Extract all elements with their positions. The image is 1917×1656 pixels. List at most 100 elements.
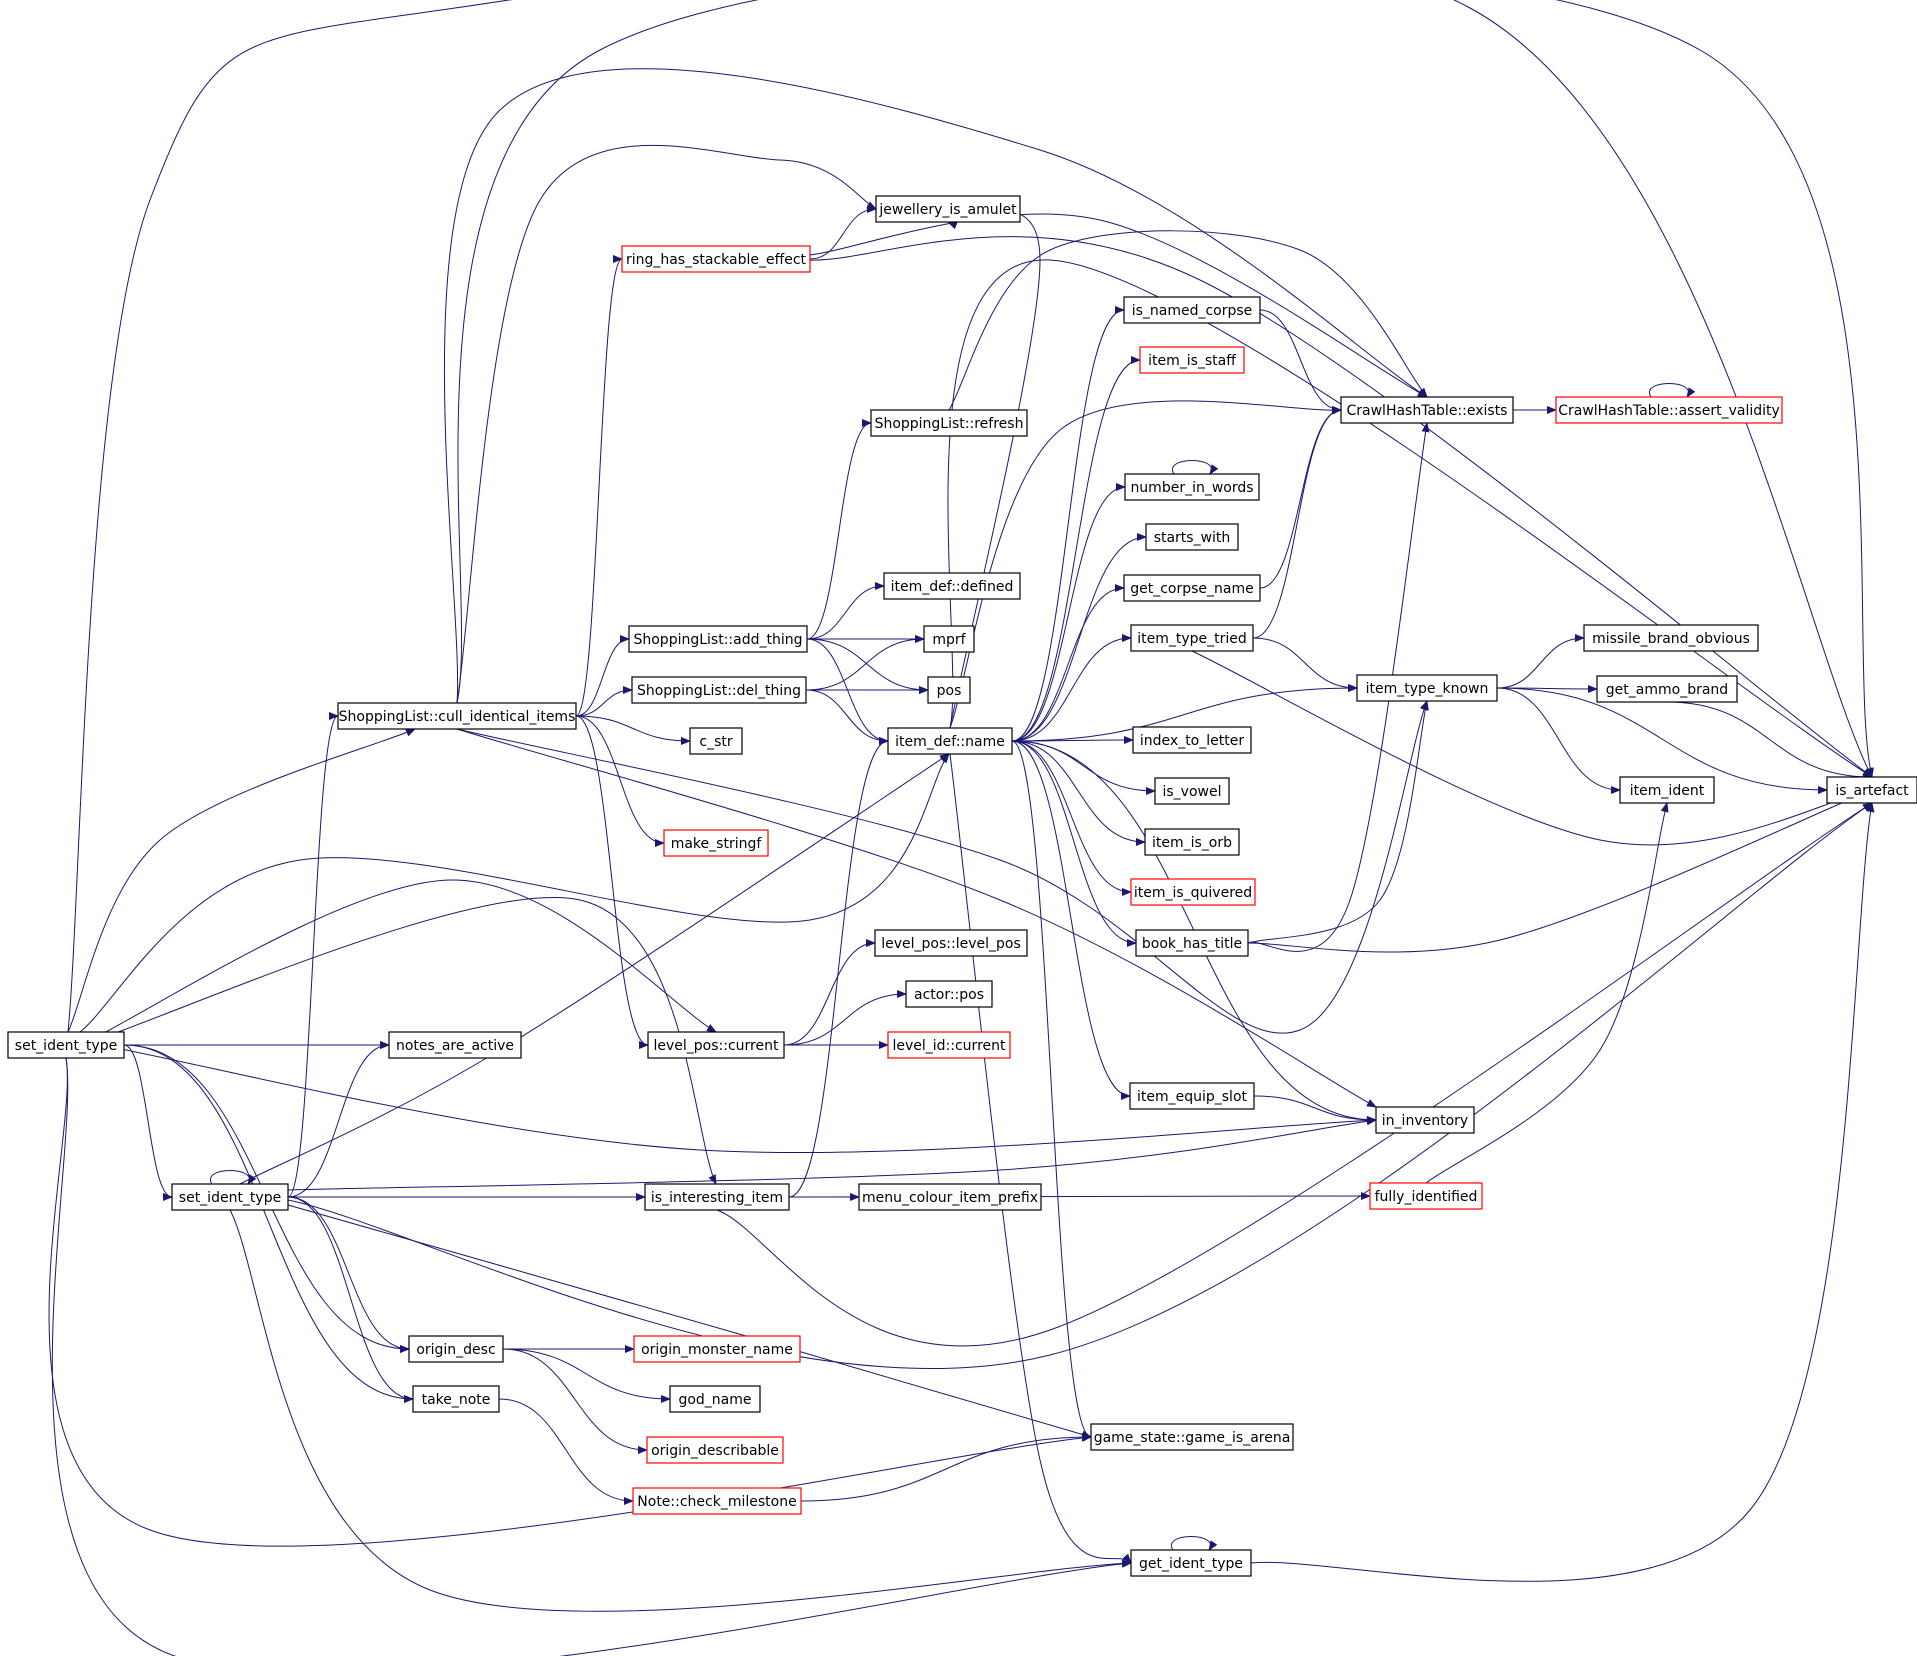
node-box[interactable] [870,409,1028,437]
node-exists[interactable]: CrawlHashTable::exists [1340,396,1514,424]
node-box[interactable] [1555,396,1783,424]
node-box[interactable] [621,245,811,273]
node-box[interactable] [171,1183,289,1211]
node-box[interactable] [1124,473,1260,501]
node-assert[interactable]: CrawlHashTable::assert_validity [1555,396,1783,424]
node-box[interactable] [412,1385,500,1413]
node-box[interactable] [887,1031,1011,1059]
node-box[interactable] [1135,929,1249,957]
node-book[interactable]: book_has_title [1135,929,1249,957]
node-mprf[interactable]: mprf [923,625,975,653]
node-isint[interactable]: is_interesting_item [644,1183,790,1211]
node-god[interactable]: god_name [669,1385,761,1413]
node-vowel[interactable]: is_vowel [1154,777,1230,805]
node-equip[interactable]: item_equip_slot [1129,1082,1255,1110]
node-box[interactable] [7,1031,125,1059]
node-itl[interactable]: index_to_letter [1132,726,1252,754]
node-box[interactable] [923,625,975,653]
node-box[interactable] [1130,624,1254,652]
node-box[interactable] [927,676,971,704]
node-jewel[interactable]: jewellery_is_amulet [875,195,1021,223]
node-box[interactable] [905,980,993,1008]
node-cstr[interactable]: c_str [689,727,743,755]
node-box[interactable] [1826,776,1917,804]
node-mbo[interactable]: missile_brand_obvious [1583,624,1759,652]
node-box[interactable] [689,727,743,755]
node-box[interactable] [1139,346,1245,374]
node-quiv[interactable]: item_is_quivered [1130,878,1256,906]
node-check[interactable]: Note::check_milestone [632,1487,802,1515]
node-origin[interactable]: origin_desc [408,1335,504,1363]
node-box[interactable] [408,1335,504,1363]
node-box[interactable] [663,829,769,857]
node-box[interactable] [1583,624,1759,652]
node-box[interactable] [1129,1082,1255,1110]
node-orb[interactable]: item_is_orb [1144,828,1240,856]
node-box[interactable] [858,1183,1042,1211]
node-box[interactable] [1090,1423,1294,1451]
node-box[interactable] [1154,777,1230,805]
node-gab[interactable]: get_ammo_brand [1596,675,1738,703]
node-box[interactable] [632,1487,802,1515]
node-box[interactable] [1123,574,1261,602]
node-starts[interactable]: starts_with [1145,523,1239,551]
node-defined[interactable]: item_def::defined [883,572,1021,600]
node-makes[interactable]: make_stringf [663,829,769,857]
node-cull[interactable]: ShoppingList::cull_identical_items [337,702,577,730]
node-staff[interactable]: item_is_staff [1139,346,1245,374]
node-take[interactable]: take_note [412,1385,500,1413]
node-gcn[interactable]: get_corpse_name [1123,574,1261,602]
node-ident[interactable]: item_ident [1619,776,1715,804]
node-box[interactable] [1340,396,1514,424]
node-lic[interactable]: level_id::current [887,1031,1011,1059]
node-add[interactable]: ShoppingList::add_thing [628,625,808,653]
node-sit[interactable]: set_ident_type [171,1183,289,1211]
node-box[interactable] [1619,776,1715,804]
node-fully[interactable]: fully_identified [1369,1182,1483,1210]
node-box[interactable] [1130,878,1256,906]
node-apos[interactable]: actor::pos [905,980,993,1008]
node-artefact[interactable]: is_artefact [1826,776,1917,804]
node-niw[interactable]: number_in_words [1124,473,1260,501]
node-menu[interactable]: menu_colour_item_prefix [858,1183,1042,1211]
node-itk[interactable]: item_type_known [1356,674,1498,702]
node-box[interactable] [883,572,1021,600]
node-box[interactable] [337,702,577,730]
node-named[interactable]: is_named_corpse [1123,296,1261,324]
node-box[interactable] [1130,1549,1252,1577]
node-omn[interactable]: origin_monster_name [633,1335,801,1363]
node-box[interactable] [1145,523,1239,551]
node-box[interactable] [644,1183,790,1211]
node-git[interactable]: get_ident_type [1130,1549,1252,1577]
node-box[interactable] [1375,1106,1475,1134]
node-box[interactable] [647,1031,785,1059]
node-box[interactable] [874,929,1028,957]
node-box[interactable] [628,625,808,653]
node-box[interactable] [646,1436,784,1464]
node-ring[interactable]: ring_has_stackable_effect [621,245,811,273]
node-box[interactable] [669,1385,761,1413]
node-box[interactable] [631,676,807,704]
node-box[interactable] [1369,1182,1483,1210]
node-arena[interactable]: game_state::game_is_arena [1090,1423,1294,1451]
node-refresh[interactable]: ShoppingList::refresh [870,409,1028,437]
node-del[interactable]: ShoppingList::del_thing [631,676,807,704]
node-pos[interactable]: pos [927,676,971,704]
node-box[interactable] [1123,296,1261,324]
node-inv[interactable]: in_inventory [1375,1106,1475,1134]
node-box[interactable] [1132,726,1252,754]
node-box[interactable] [388,1031,522,1059]
node-root[interactable]: set_ident_type [7,1031,125,1059]
node-odesc[interactable]: origin_describable [646,1436,784,1464]
node-itt[interactable]: item_type_tried [1130,624,1254,652]
node-box[interactable] [1356,674,1498,702]
node-name[interactable]: item_def::name [887,727,1013,755]
node-box[interactable] [1144,828,1240,856]
node-box[interactable] [633,1335,801,1363]
node-box[interactable] [887,727,1013,755]
node-lpc[interactable]: level_pos::current [647,1031,785,1059]
node-box[interactable] [875,195,1021,223]
node-lpl[interactable]: level_pos::level_pos [874,929,1028,957]
node-notes[interactable]: notes_are_active [388,1031,522,1059]
node-box[interactable] [1596,675,1738,703]
